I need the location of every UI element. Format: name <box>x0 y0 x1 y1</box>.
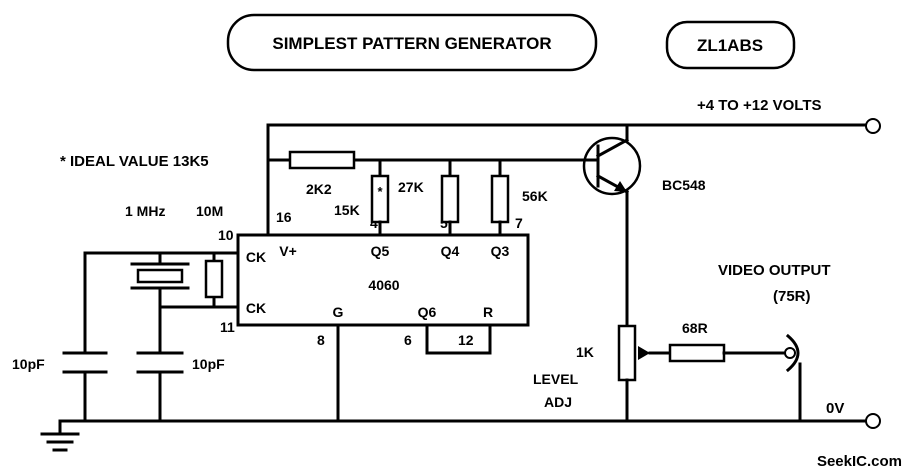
q6-reset-link <box>425 323 492 355</box>
resistor-10m <box>204 259 224 299</box>
ic-pin-q4: Q4 <box>441 243 460 259</box>
video-output-connector <box>784 333 802 423</box>
label-68r: 68R <box>682 320 708 336</box>
label-56k: 56K <box>522 188 548 204</box>
label-1k: 1K <box>576 344 594 360</box>
label-10m: 10M <box>196 203 223 219</box>
resistor-56k <box>490 174 510 224</box>
resistor-15k <box>370 174 390 224</box>
ground-label: 0V <box>826 400 844 417</box>
label-27k: 27K <box>398 179 424 195</box>
ic-pin-gnd: G <box>333 304 344 320</box>
supply-terminal <box>865 118 881 134</box>
ic-pin-q6: Q6 <box>418 304 437 320</box>
watermark: SeekIC.com <box>817 453 902 470</box>
resistor-2k2 <box>288 150 356 170</box>
ic-pin-ck2: CK <box>246 300 266 316</box>
ground-terminal <box>865 413 881 429</box>
ground-symbol <box>40 419 80 452</box>
capacitor-left <box>62 351 108 374</box>
ic-pin-ck1: CK <box>246 249 266 265</box>
video-output-label: VIDEO OUTPUT <box>718 262 831 279</box>
label-adj: ADJ <box>544 394 572 410</box>
label-level: LEVEL <box>533 371 579 387</box>
label-cap-right: 10pF <box>192 356 225 372</box>
label-crystal-freq: 1 MHz <box>125 203 165 219</box>
title-box <box>226 13 598 72</box>
ic-pin-reset: R <box>483 304 493 320</box>
supply-rail <box>266 123 868 237</box>
ic-pin-q3: Q3 <box>491 243 510 259</box>
potentiometer-1k <box>617 324 637 382</box>
ic-name: 4060 <box>368 277 399 293</box>
pin-number-11: 11 <box>220 319 235 335</box>
pin-number-12: 12 <box>458 332 474 348</box>
ic-pin-vplus: V+ <box>279 243 297 259</box>
crystal-1mhz <box>130 262 190 290</box>
pin-number-16: 16 <box>276 209 292 225</box>
label-15k-mark: * <box>377 184 383 199</box>
label-15k: 15K <box>334 202 360 218</box>
pin-number-6: 6 <box>404 332 412 348</box>
label-bc548: BC548 <box>662 177 706 193</box>
pin-number-10: 10 <box>218 227 234 243</box>
capacitor-right <box>136 351 184 374</box>
pin-number-8: 8 <box>317 332 325 348</box>
resistor-27k <box>440 174 460 224</box>
note-text: * IDEAL VALUE 13K5 <box>60 153 209 170</box>
oscillator-wiring <box>83 251 240 423</box>
label-2k2: 2K2 <box>306 181 332 197</box>
label-cap-left: 10pF <box>12 356 45 372</box>
pot-wiper <box>638 346 650 360</box>
title-text: SIMPLEST PATTERN GENERATOR <box>272 34 551 53</box>
video-output-impedance: (75R) <box>773 288 811 305</box>
ic-4060 <box>236 233 530 327</box>
transistor-bc548 <box>582 123 642 328</box>
author-text: ZL1ABS <box>697 36 763 55</box>
author-box <box>665 20 796 70</box>
supply-label: +4 TO +12 VOLTS <box>697 97 822 114</box>
resistor-68r <box>668 343 726 363</box>
ic-pin-q5: Q5 <box>371 243 390 259</box>
pin-number-7: 7 <box>515 215 523 231</box>
